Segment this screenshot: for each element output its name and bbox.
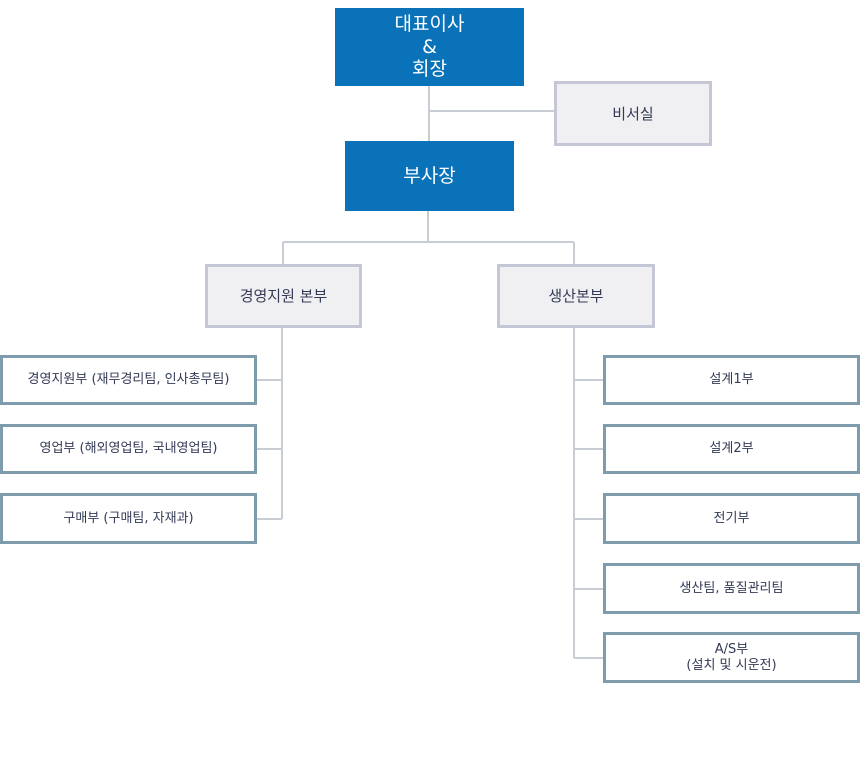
production-division-label: 생산본부 [548,287,604,305]
ceo-chairman: 회장 [412,58,447,81]
purchasing-dept-box: 구매부 (구매팀, 자재과) [0,493,257,544]
sales-dept-box: 영업부 (해외영업팀, 국내영업팀) [0,424,257,474]
management-dept-box: 경영지원부 (재무경리팀, 인사총무팀) [0,355,257,405]
production-quality-team-box: 생산팀, 품질관리팀 [603,563,860,614]
vice-president-label: 부사장 [403,164,456,187]
electrical-dept-box: 전기부 [603,493,860,544]
as-dept-sublabel: (설치 및 시운전) [686,657,777,673]
electrical-dept-label: 전기부 [713,510,750,526]
management-dept-label: 경영지원부 (재무경리팀, 인사총무팀) [27,372,230,388]
design1-dept-label: 설계1부 [709,372,754,388]
as-dept-label: A/S부 [714,641,749,657]
management-support-division-label: 경영지원 본부 [239,287,328,305]
secretary-label: 비서실 [612,104,654,123]
design2-dept-label: 설계2부 [709,441,754,457]
ceo-box: 대표이사 & 회장 [335,8,524,86]
ceo-title: 대표이사 [394,12,465,35]
design2-dept-box: 설계2부 [603,424,860,474]
secretary-box: 비서실 [554,81,712,146]
purchasing-dept-label: 구매부 (구매팀, 자재과) [63,510,194,526]
management-support-division-box: 경영지원 본부 [205,264,362,328]
design1-dept-box: 설계1부 [603,355,860,405]
production-quality-team-label: 생산팀, 품질관리팀 [679,580,784,596]
production-division-box: 생산본부 [497,264,655,328]
ceo-ampersand: & [422,35,437,58]
as-dept-box: A/S부 (설치 및 시운전) [603,632,860,683]
sales-dept-label: 영업부 (해외영업팀, 국내영업팀) [39,441,218,457]
vice-president-box: 부사장 [345,141,514,211]
